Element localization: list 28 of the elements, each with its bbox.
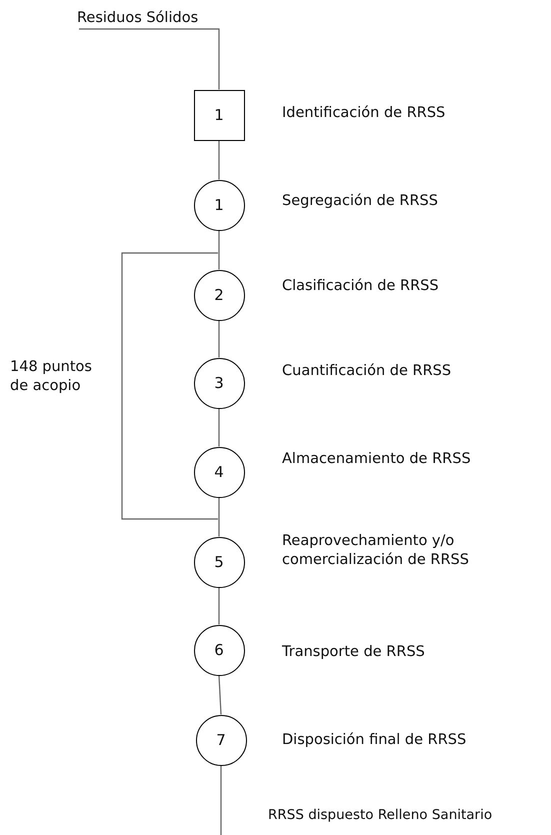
flow-line <box>218 230 220 270</box>
step-description: Reaprovechamiento y/o comercialización de RRSS <box>282 532 470 570</box>
operation-circle: 7 <box>196 714 246 766</box>
flow-line <box>79 28 220 90</box>
operation-circle: 2 <box>194 270 244 320</box>
inspection-square: 1 <box>194 90 244 140</box>
step-description: Segregación de RRSS <box>282 192 439 211</box>
flow-line <box>218 320 220 358</box>
operation-circle: 3 <box>194 358 244 408</box>
step-description: Transporte de RRSS <box>282 643 426 662</box>
flow-line <box>218 675 222 715</box>
operation-circle: 1 <box>194 180 244 230</box>
operation-circle: 5 <box>194 536 244 588</box>
flow-line <box>218 588 220 624</box>
operation-circle: 6 <box>194 624 244 676</box>
bracket-label: 148 puntos de acopio <box>10 358 93 396</box>
flow-line <box>218 498 220 536</box>
step-description: Disposición final de RRSS <box>282 731 468 750</box>
flow-line <box>220 766 222 835</box>
flow-line <box>218 408 220 446</box>
step-description: Almacenamiento de RRSS <box>282 450 472 469</box>
flow-input-label: Residuos Sólidos <box>77 9 198 28</box>
step-description: Clasificación de RRSS <box>282 277 440 296</box>
flow-line <box>218 140 220 180</box>
step-description: Cuantificación de RRSS <box>282 362 452 381</box>
output-label: RRSS dispuesto Relleno Sanitario <box>268 807 494 825</box>
operation-circle: 4 <box>194 446 244 498</box>
step-description: Identificación de RRSS <box>282 104 446 123</box>
